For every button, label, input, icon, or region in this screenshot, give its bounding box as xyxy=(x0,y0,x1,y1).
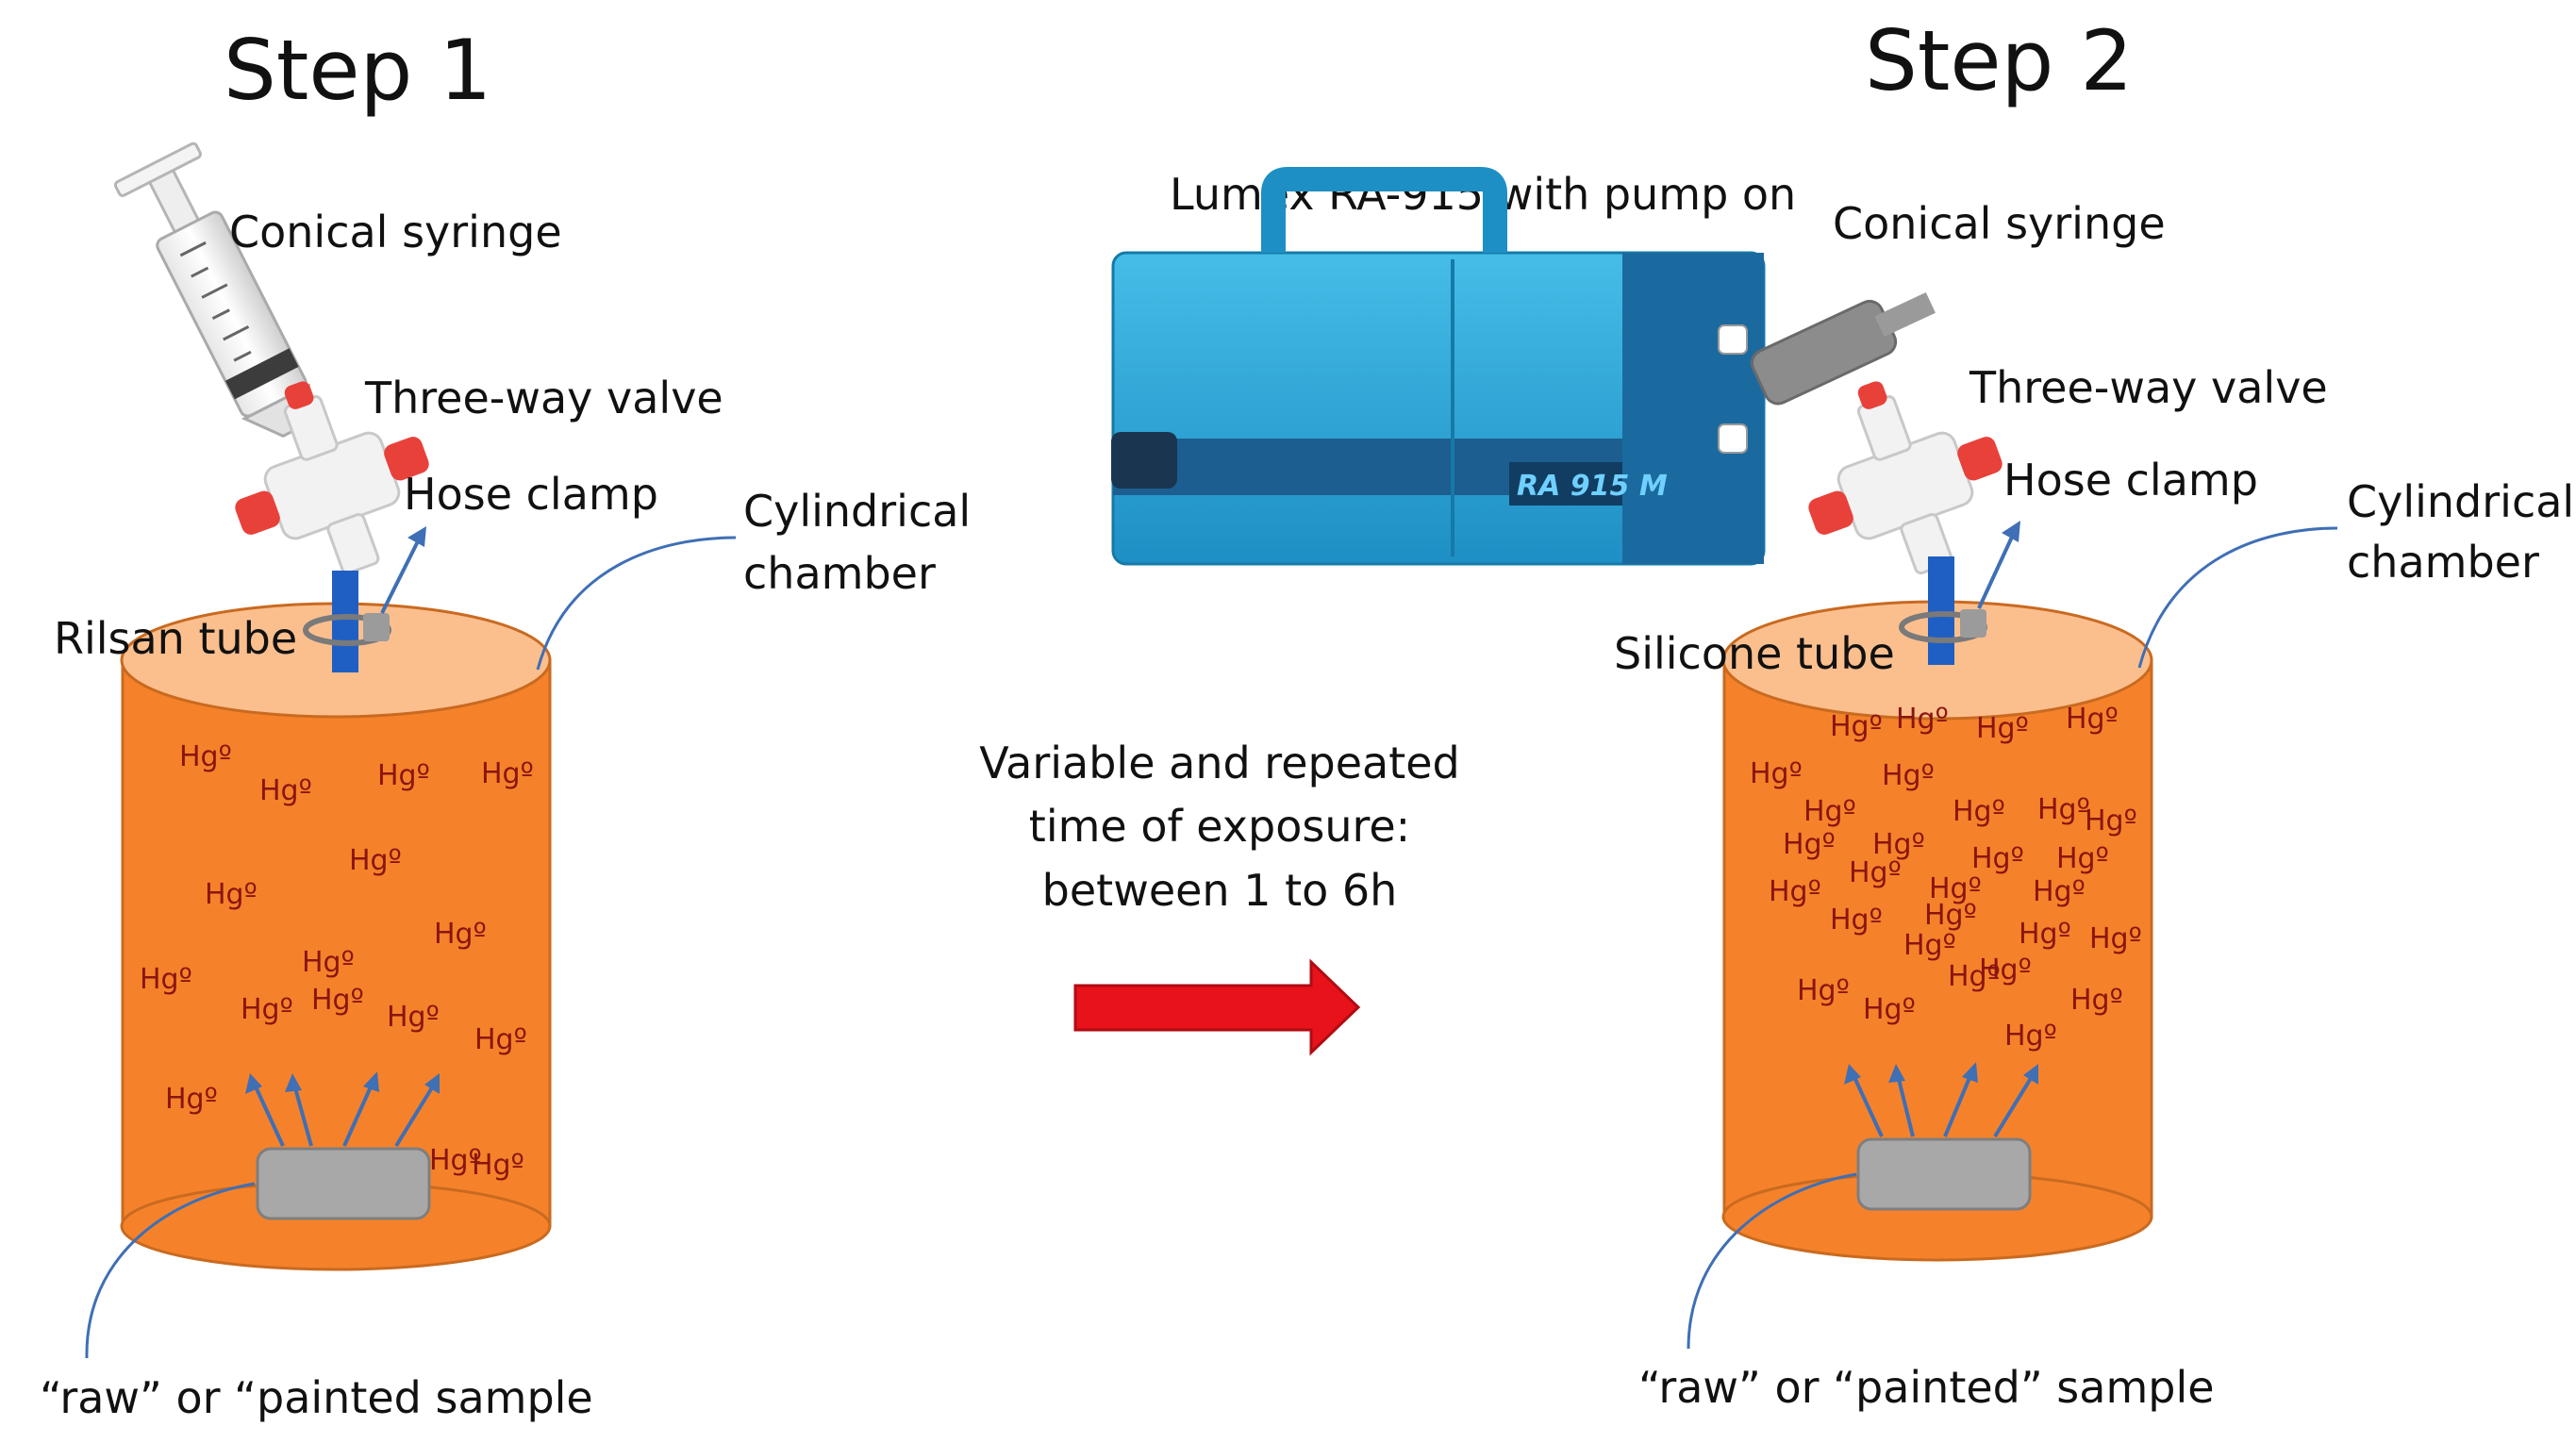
step2-hg-label: Hgº xyxy=(1872,828,1925,861)
step2-hg-label: Hgº xyxy=(1882,759,1935,792)
step1-hg-label: Hgº xyxy=(205,878,258,911)
step1-sample xyxy=(256,1147,431,1220)
analyzer-icon: RA 915 M xyxy=(1111,167,1766,566)
arrow-right-icon xyxy=(1073,958,1361,1056)
step1-clamp-label: Hose clamp xyxy=(404,469,658,520)
step2-chamber xyxy=(1721,600,2153,1262)
step1-hg-label: Hgº xyxy=(474,1023,527,1056)
step2-hg-label: Hgº xyxy=(1976,712,2029,745)
step1-title: Step 1 xyxy=(224,22,491,119)
step2-hg-label: Hgº xyxy=(1830,710,1883,743)
syringe-icon xyxy=(113,141,311,439)
step1-chamber-label-2: chamber xyxy=(743,548,936,599)
step1-hg-label: Hgº xyxy=(165,1083,218,1116)
step2-hg-label: Hgº xyxy=(1979,954,2032,987)
step1-valve-label: Three-way valve xyxy=(364,373,723,423)
step1-clamp-leader xyxy=(380,537,422,614)
step1-clamp-arrowhead xyxy=(407,526,426,547)
three-way-valve-icon xyxy=(235,381,429,575)
step2-hg-label: Hgº xyxy=(1783,828,1836,861)
step1-emission-arrowheads xyxy=(245,1071,440,1094)
step2-hg-label: Hgº xyxy=(2019,918,2071,951)
step1-hg-label: Hgº xyxy=(259,774,312,807)
step2-hg-label: Hgº xyxy=(2033,875,2086,908)
step2-hg-label: Hgº xyxy=(1769,875,1821,908)
step2-hg-label: Hgº xyxy=(1896,703,1949,736)
hose-clamp-icon xyxy=(1899,609,1987,643)
step2-hg-label: Hgº xyxy=(1903,929,1956,962)
step1-hg-label: Hgº xyxy=(429,1144,482,1177)
step2-chamber-label-1: Cylindrical xyxy=(2347,476,2574,527)
step1-hg-label: Hgº xyxy=(140,963,192,996)
step2-panel: Step 2 Lumex RA-915 with pump on RA 915 … xyxy=(1111,12,2574,1413)
step2-sample-label: “raw” or “painted” sample xyxy=(1638,1362,2215,1413)
step2-hg-label: Hgº xyxy=(2037,793,2090,826)
step2-clamp-label: Hose clamp xyxy=(2003,455,2258,506)
hose-clamp-icon xyxy=(303,613,391,646)
step2-hg-label: Hgº xyxy=(1971,842,2024,875)
step2-emission-arrowheads xyxy=(1844,1062,2038,1085)
step2-hg-label: Hgº xyxy=(2070,984,2123,1017)
exposure-line-2: time of exposure: xyxy=(1029,801,1410,852)
step2-hg-label: Hgº xyxy=(1803,795,1856,828)
step2-valve-label: Three-way valve xyxy=(1969,362,2328,413)
step2-silicone-tube xyxy=(1928,556,1954,665)
step1-hg-label: Hgº xyxy=(349,844,402,877)
step1-hg-label: Hgº xyxy=(472,1149,524,1182)
exposure-line-1: Variable and repeated xyxy=(979,738,1459,788)
step1-chamber-leader xyxy=(536,536,737,671)
step2-chamber-label-2: chamber xyxy=(2347,537,2539,588)
device-badge: RA 915 M xyxy=(1517,470,1668,503)
step2-hg-label: Hgº xyxy=(2056,842,2109,875)
step2-hg-label: Hgº xyxy=(2004,1020,2057,1053)
step2-hg-label: Hgº xyxy=(1953,795,2005,828)
step2-hg-label: Hgº xyxy=(1830,904,1883,937)
step1-hg-label: Hgº xyxy=(302,946,355,979)
step2-clamp-leader xyxy=(1977,532,2016,609)
step2-emission-arrows xyxy=(1852,1072,2035,1138)
step1-rilsan-tube xyxy=(332,571,358,672)
step2-hg-label: Hgº xyxy=(1797,974,1850,1007)
step2-hg-label: Hgº xyxy=(1849,856,1902,889)
step2-clamp-arrowhead xyxy=(2002,521,2020,542)
step1-sample-label: “raw” or “painted sample xyxy=(40,1372,593,1423)
step1-panel: Step 1 Conical syringe Three-way valve xyxy=(40,22,971,1423)
step1-chamber-label-1: Cylindrical xyxy=(743,486,971,537)
step1-tube-label: Rilsan tube xyxy=(54,613,297,664)
step2-sample-leader xyxy=(1687,1172,1857,1350)
syringe-icon xyxy=(1751,291,1936,406)
step1-hg-label: Hgº xyxy=(179,740,232,773)
three-way-valve-icon xyxy=(1808,381,2003,575)
step2-hg-label: Hgº xyxy=(2066,703,2119,736)
step1-hg-label: Hgº xyxy=(311,984,364,1017)
step1-emission-arrows xyxy=(253,1082,436,1148)
step1-hg-label: Hgº xyxy=(241,993,293,1026)
step2-hg-label: Hgº xyxy=(1929,872,1982,905)
step2-sample xyxy=(1856,1137,2032,1211)
step1-sample-leader xyxy=(85,1182,256,1359)
step2-hg-label: Hgº xyxy=(1924,899,1977,932)
step2-syringe-label: Conical syringe xyxy=(1833,198,2166,249)
step2-hg-label: Hgº xyxy=(1750,757,1803,790)
step1-hg-label: Hgº xyxy=(387,1001,440,1034)
step1-hg-label: Hgº xyxy=(481,757,534,790)
exposure-line-3: between 1 to 6h xyxy=(1042,865,1398,916)
step1-hg-label: Hgº xyxy=(377,759,430,792)
step1-syringe-label: Conical syringe xyxy=(229,207,562,257)
step2-hg-label: Hgº xyxy=(2089,922,2142,955)
step2-chamber-leader xyxy=(2137,526,2338,669)
step2-tube-label: Silicone tube xyxy=(1614,628,1895,679)
step2-hg-label: Hgº xyxy=(2085,804,2137,838)
step2-title: Step 2 xyxy=(1865,12,2133,109)
step2-hg-label: Hgº xyxy=(1948,960,2001,993)
step1-hg-label: Hgº xyxy=(434,918,487,951)
step2-hg-label: Hgº xyxy=(1863,993,1916,1026)
exposure-note: Variable and repeated time of exposure: … xyxy=(979,738,1459,916)
